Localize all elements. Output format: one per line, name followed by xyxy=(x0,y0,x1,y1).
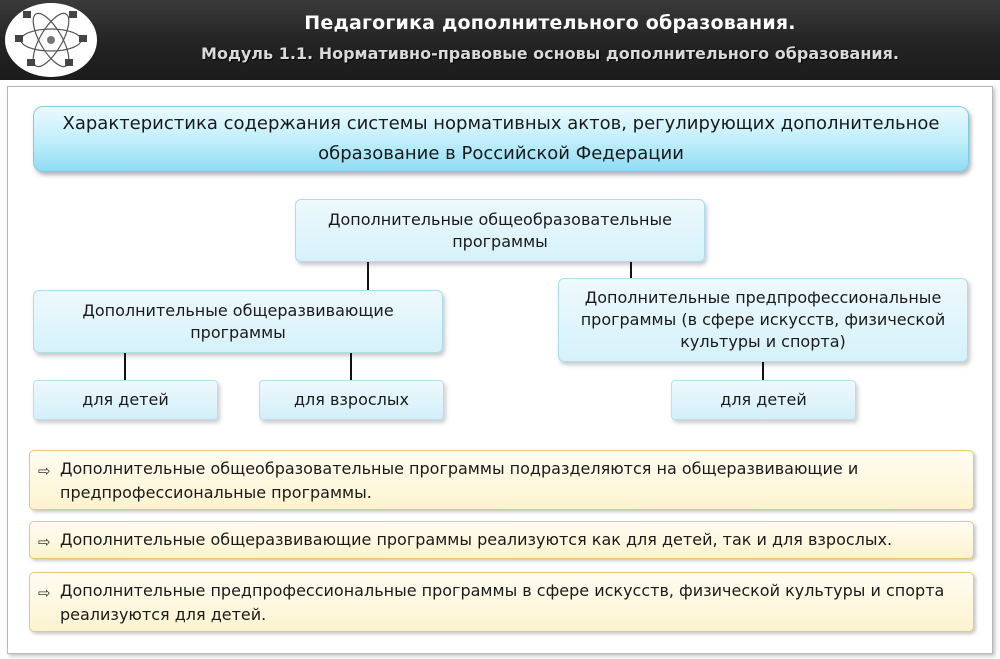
arrow-right-icon: ⇨ xyxy=(38,584,51,602)
right-leaf-children: для детей xyxy=(671,380,856,420)
logo xyxy=(5,3,97,77)
note-text: Дополнительные общеразвивающие программы… xyxy=(60,530,893,549)
note-text: Дополнительные предпрофессиональные прог… xyxy=(60,581,945,624)
note-text: Дополнительные общеобразовательные прогр… xyxy=(60,459,859,502)
arrow-right-icon: ⇨ xyxy=(38,462,51,480)
header-bar: Педагогика дополнительного образования. … xyxy=(0,0,1000,80)
right-branch-node: Дополнительные предпрофессиональные прог… xyxy=(558,278,968,362)
page-subtitle: Модуль 1.1. Нормативно-правовые основы д… xyxy=(201,44,899,63)
connector-right-leaf xyxy=(762,362,764,380)
atom-network-logo-icon xyxy=(15,11,87,68)
root-node: Дополнительные общеобразовательные прогр… xyxy=(295,199,705,262)
note-item: ⇨ Дополнительные общеразвивающие програм… xyxy=(29,521,974,559)
note-item: ⇨ Дополнительные предпрофессиональные пр… xyxy=(29,572,974,632)
connector-left-leaf-2 xyxy=(350,353,352,380)
arrow-right-icon: ⇨ xyxy=(38,533,51,551)
diagram-main-title: Характеристика содержания системы нормат… xyxy=(33,106,969,172)
connector-root-right xyxy=(630,262,632,278)
note-item: ⇨ Дополнительные общеобразовательные про… xyxy=(29,450,974,510)
connector-root-left xyxy=(367,262,369,290)
left-leaf-adults: для взрослых xyxy=(259,380,444,420)
left-leaf-children: для детей xyxy=(33,380,218,420)
page-title: Педагогика дополнительного образования. xyxy=(304,12,796,34)
content-frame xyxy=(7,86,993,654)
connector-left-leaf-1 xyxy=(124,353,126,380)
left-branch-node: Дополнительные общеразвивающие программы xyxy=(33,290,443,353)
